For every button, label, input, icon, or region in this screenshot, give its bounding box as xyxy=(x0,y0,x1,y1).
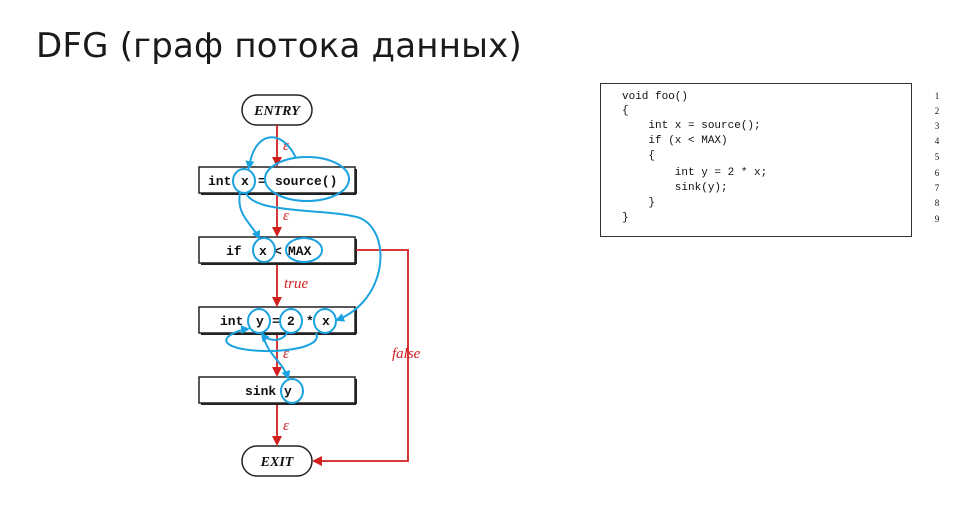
line-number-7: 7 xyxy=(934,183,940,193)
edge-n2-exit-false xyxy=(312,249,409,466)
edge-label-e4: ε xyxy=(283,418,289,434)
exit-node: EXIT xyxy=(241,445,313,477)
node-if-x-lt-max: if x < MAX xyxy=(198,236,357,265)
line-number-6: 6 xyxy=(934,168,940,178)
edge-label-true: true xyxy=(284,276,309,292)
data-flow-annotations xyxy=(225,136,382,404)
line-number-4: 4 xyxy=(934,136,940,146)
n4-arg: y xyxy=(284,384,292,399)
n3-var2: x xyxy=(322,314,330,329)
control-flow-edges xyxy=(272,125,409,466)
n3-kw: int xyxy=(220,314,243,329)
line-number-3: 3 xyxy=(934,121,940,131)
n2-kw: if xyxy=(226,244,242,259)
edge-label-e2: ε xyxy=(283,208,289,224)
circle-n2-x xyxy=(252,237,276,263)
n2-op: < xyxy=(274,244,282,259)
edge-label-false: false xyxy=(392,346,421,362)
flow-y-to-sink xyxy=(261,332,291,380)
code-line-1: void foo() xyxy=(622,91,689,103)
node-sink-y: sink y xyxy=(198,376,357,405)
entry-label: ENTRY xyxy=(253,104,301,119)
n3-var: y xyxy=(256,314,264,329)
node-int-y-2x: int y = 2 * x xyxy=(198,306,357,335)
exit-label: EXIT xyxy=(260,455,295,470)
code-line-7: sink(y); xyxy=(622,182,728,194)
n2-var: x xyxy=(259,244,267,259)
entry-node: ENTRY xyxy=(241,94,313,126)
code-line-4: if (x < MAX) xyxy=(622,135,728,147)
line-number-5: 5 xyxy=(934,152,940,162)
line-number-1: 1 xyxy=(934,91,940,101)
code-line-8: } xyxy=(622,197,656,209)
line-number-2: 2 xyxy=(934,106,940,116)
edge-label-e3: ε xyxy=(283,346,289,362)
slide-title: DFG (граф потока данных) xyxy=(36,26,522,66)
n1-kw: int xyxy=(208,174,231,189)
n1-op: = xyxy=(258,174,266,189)
code-line-5: { xyxy=(622,150,656,162)
circle-n3-y xyxy=(247,308,271,334)
flow-expr-to-y xyxy=(225,325,318,353)
code-line-9: } xyxy=(622,212,629,224)
circle-n4-y xyxy=(280,378,304,404)
circle-n1-source xyxy=(264,156,350,202)
n3-num: 2 xyxy=(287,314,295,329)
code-line-6: int y = 2 * x; xyxy=(622,167,768,179)
code-line-2: { xyxy=(622,105,629,117)
flow-source-to-x xyxy=(245,136,297,170)
line-number-8: 8 xyxy=(934,198,940,208)
n4-call: sink xyxy=(245,384,276,399)
n3-mul: * xyxy=(306,314,314,329)
edge-label-e1: ε xyxy=(283,138,289,154)
circle-n2-max xyxy=(285,237,323,263)
node-int-x-source: int x = source() xyxy=(198,166,357,195)
circle-n1-x xyxy=(232,168,256,194)
flow-x-to-cond xyxy=(238,192,260,240)
source-code-box xyxy=(600,83,912,237)
n1-call: source() xyxy=(275,174,337,189)
n3-op: = xyxy=(272,314,280,329)
code-line-3: int x = source(); xyxy=(622,120,761,132)
line-number-9: 9 xyxy=(934,214,940,224)
flow-x-to-n3x xyxy=(245,192,382,322)
n2-const: MAX xyxy=(288,244,312,259)
circle-n3-2 xyxy=(279,308,303,334)
n1-var: x xyxy=(241,174,249,189)
